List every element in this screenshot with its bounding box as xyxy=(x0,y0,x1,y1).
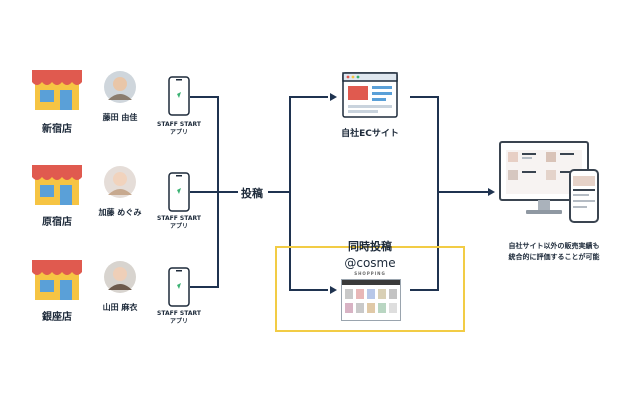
line-to-ec xyxy=(268,96,328,193)
simultaneous-post-label: 同時投稿 xyxy=(348,240,392,253)
staff-avatar xyxy=(104,166,136,198)
line-to-cosme xyxy=(289,192,328,291)
post-label: 投稿 xyxy=(241,187,263,200)
result-description: 自社サイト以外の販売実績も 統合的に評価することが可能 xyxy=(484,241,624,263)
arrow-result xyxy=(488,188,495,196)
store-label: 銀座店 xyxy=(42,312,72,323)
line-shinjuku xyxy=(190,96,219,192)
cosme-logo: @cosme xyxy=(344,256,396,270)
result-line: 自社サイト以外の販売実績も xyxy=(508,242,600,250)
arrow-ec xyxy=(330,93,337,101)
simultaneous-post-box xyxy=(275,246,465,332)
devices-icon xyxy=(499,141,599,223)
cosme-site-screenshot xyxy=(341,279,401,321)
staff-name: 山田 麻衣 xyxy=(102,303,138,312)
store-label: 原宿店 xyxy=(42,217,72,228)
store-icon xyxy=(32,165,82,205)
staff-avatar xyxy=(104,261,136,293)
staff-name: 加藤 めぐみ xyxy=(98,208,142,217)
store-label: 新宿店 xyxy=(42,124,72,135)
store-icon xyxy=(32,70,82,110)
line-ginza xyxy=(190,192,219,288)
staff-avatar xyxy=(104,71,136,103)
line-cosme-to-right xyxy=(410,192,439,291)
result-line: 統合的に評価することが可能 xyxy=(508,253,600,261)
phone-icon xyxy=(168,172,190,212)
line-ec-to-right xyxy=(410,96,439,192)
staff-name: 藤田 由佳 xyxy=(102,113,138,122)
browser-window-icon xyxy=(342,72,398,118)
phone-icon xyxy=(168,76,190,116)
phone-icon xyxy=(168,267,190,307)
store-icon xyxy=(32,260,82,300)
ec-site-label: 自社ECサイト xyxy=(341,129,399,139)
arrow-cosme xyxy=(330,286,337,294)
cosme-sub-logo: SHOPPING xyxy=(354,271,386,276)
